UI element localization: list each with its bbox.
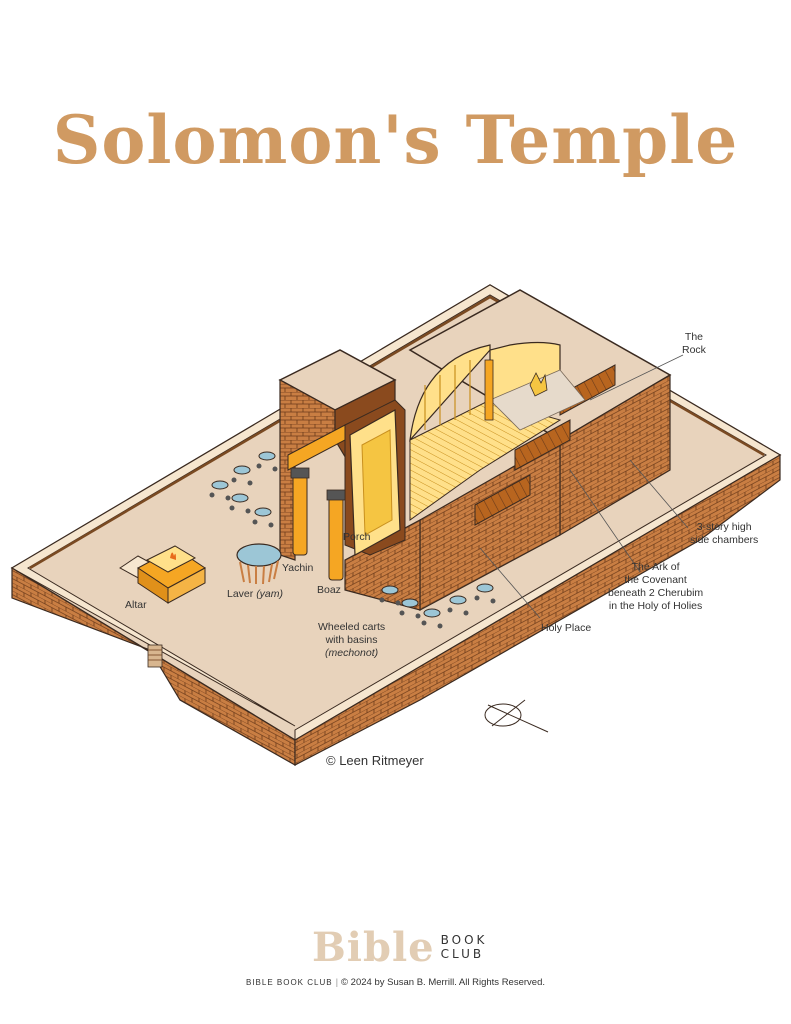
label-side-chambers: 3-story high side chambers <box>690 521 759 546</box>
logo-wordmark: Bible <box>312 923 435 971</box>
pillar-boaz <box>326 489 346 581</box>
illustration-credit: © Leen Ritmeyer <box>326 753 424 768</box>
label-holy-place: Holy Place <box>541 622 592 634</box>
footer-copyright: BIBLE BOOK CLUB|© 2024 by Susan B. Merri… <box>0 977 791 988</box>
footer-separator: | <box>335 977 339 988</box>
footer-copyright-text: © 2024 by Susan B. Merrill. All Rights R… <box>341 977 545 988</box>
label-the-rock: The Rock <box>682 331 706 356</box>
footer-brand: BIBLE BOOK CLUB <box>245 978 333 987</box>
altar <box>119 545 206 604</box>
label-boaz: Boaz <box>317 584 341 596</box>
label-ark-of-covenant: The Ark of the Covenant beneath 2 Cherub… <box>608 561 704 612</box>
wheeled-carts <box>209 451 496 629</box>
compass-icon <box>484 699 549 733</box>
laver <box>236 543 282 585</box>
label-wheeled-carts: Wheeled carts with basins (mechonot) <box>318 621 386 659</box>
logo-subtitle: BOOK CLUB <box>440 933 488 961</box>
label-yachin: Yachin <box>282 562 314 574</box>
leader-lines <box>479 354 689 619</box>
pillar-yachin <box>290 467 310 556</box>
page-title: Solomon's Temple <box>52 101 739 179</box>
label-altar: Altar <box>125 599 147 611</box>
label-porch: Porch <box>343 531 371 543</box>
bible-book-club-logo: Bible BOOK CLUB <box>312 923 488 971</box>
label-laver: Laver (yam) <box>227 588 284 600</box>
temple-interior <box>409 341 586 521</box>
